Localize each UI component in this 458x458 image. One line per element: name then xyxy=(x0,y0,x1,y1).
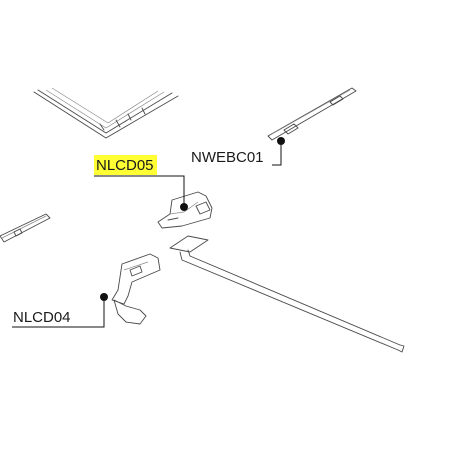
callout-nwebc01: NWEBC01 xyxy=(191,137,285,166)
callout-dot-nwebc01 xyxy=(277,137,285,145)
lcd-bezel-corner xyxy=(33,87,179,139)
label-highlight xyxy=(94,155,157,175)
callout-label-nlcd05: NLCD05 xyxy=(96,157,154,174)
callout-nlcd04: NLCD04 xyxy=(12,293,108,328)
callout-dot-nlcd05 xyxy=(180,203,188,211)
webcam-board xyxy=(267,87,357,141)
right-hinge-part xyxy=(157,191,213,229)
leader-line-nwebc01 xyxy=(272,141,282,166)
callout-nlcd05: NLCD05 xyxy=(94,155,188,211)
callout-label-nwebc01: NWEBC01 xyxy=(191,149,264,166)
leader-line-nlcd04 xyxy=(12,297,105,328)
callout-label-nlcd04: NLCD04 xyxy=(13,309,71,326)
callout-dot-nlcd04 xyxy=(100,293,108,301)
left-bracket-part xyxy=(0,213,51,243)
lcd-cable-part xyxy=(169,235,405,353)
leader-line-nlcd05 xyxy=(94,175,185,207)
left-hinge-part xyxy=(111,253,161,325)
